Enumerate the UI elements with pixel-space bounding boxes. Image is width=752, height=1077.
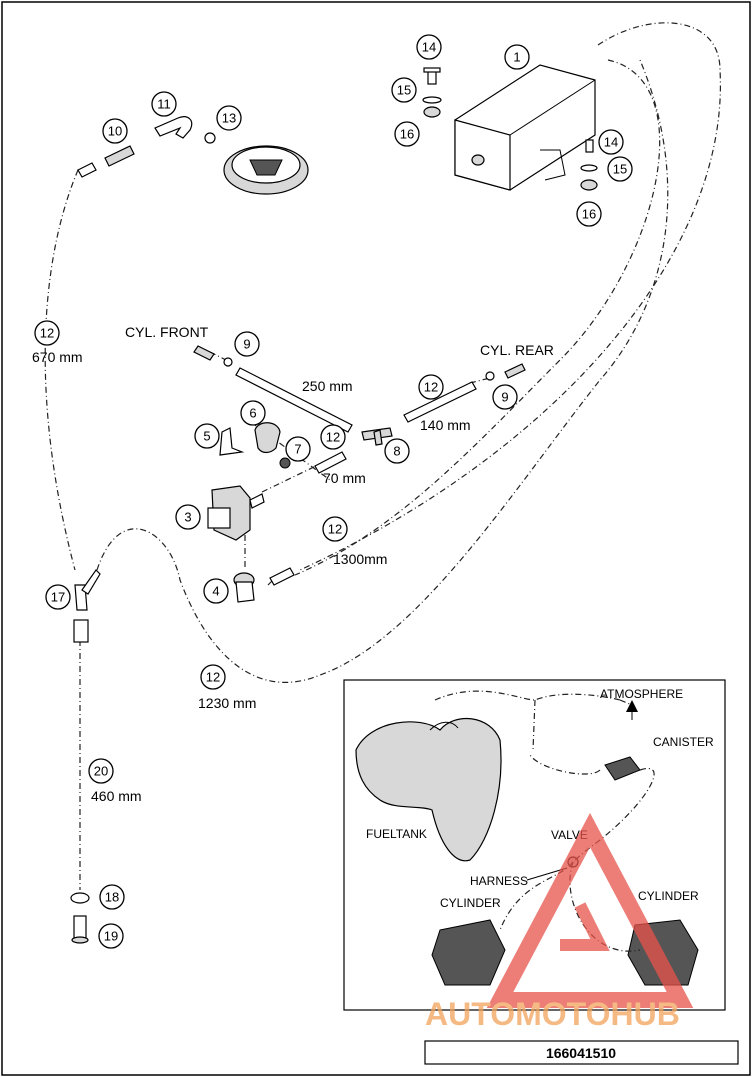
inset-label-harness: HARNESS bbox=[470, 874, 528, 888]
svg-text:5: 5 bbox=[203, 429, 210, 444]
svg-text:17: 17 bbox=[51, 590, 65, 605]
callout-16b: 16 bbox=[576, 201, 602, 227]
label-cyl-rear: CYL. REAR bbox=[480, 342, 554, 358]
atmosphere-line-parts bbox=[70, 569, 101, 944]
svg-text:11: 11 bbox=[157, 97, 171, 112]
svg-text:7: 7 bbox=[294, 442, 301, 457]
routing-inset: ATMOSPHERE CANISTER FUELTANK VALVE HARNE… bbox=[343, 679, 726, 1011]
callout-19: 19 bbox=[98, 923, 124, 949]
callout-12-left: 12 bbox=[34, 320, 60, 346]
svg-text:8: 8 bbox=[393, 444, 400, 459]
fuel-cap bbox=[223, 145, 309, 195]
label-70mm: 70 mm bbox=[323, 470, 366, 486]
callout-15a: 15 bbox=[391, 77, 417, 103]
svg-text:14: 14 bbox=[604, 135, 618, 150]
label-670mm: 670 mm bbox=[32, 349, 83, 365]
label-1230mm: 1230 mm bbox=[198, 695, 256, 711]
purge-valve bbox=[207, 485, 265, 541]
hose-1230 bbox=[96, 59, 669, 683]
inset-label-cylinder-left: CYLINDER bbox=[440, 896, 501, 910]
svg-text:10: 10 bbox=[108, 124, 122, 139]
callout-11: 11 bbox=[151, 91, 177, 117]
svg-text:12: 12 bbox=[424, 380, 438, 395]
svg-text:12: 12 bbox=[328, 522, 342, 537]
callout-10: 10 bbox=[102, 118, 128, 144]
label-250mm: 250 mm bbox=[302, 378, 353, 394]
callout-4: 4 bbox=[203, 578, 229, 604]
svg-text:3: 3 bbox=[184, 510, 191, 525]
callout-14a: 14 bbox=[416, 34, 442, 60]
label-140mm: 140 mm bbox=[420, 417, 471, 433]
callout-16a: 16 bbox=[394, 121, 420, 147]
callout-17: 17 bbox=[45, 584, 71, 610]
svg-text:4: 4 bbox=[212, 584, 219, 599]
callout-9-rear: 9 bbox=[492, 384, 518, 410]
svg-text:9: 9 bbox=[243, 337, 250, 352]
callout-7: 7 bbox=[285, 436, 311, 462]
callout-18: 18 bbox=[99, 884, 125, 910]
label-1300mm: 1300mm bbox=[333, 551, 387, 567]
inset-label-canister: CANISTER bbox=[653, 735, 714, 749]
watermark-text: AUTOMOTOHUB bbox=[425, 996, 680, 1032]
svg-text:19: 19 bbox=[104, 929, 118, 944]
callout-20: 20 bbox=[88, 758, 114, 784]
callout-13: 13 bbox=[216, 105, 242, 131]
hose-670 bbox=[44, 169, 79, 571]
svg-text:1: 1 bbox=[513, 50, 520, 65]
callout-12-1300: 12 bbox=[322, 516, 348, 542]
inset-fueltank-shape bbox=[355, 717, 502, 862]
mounting-hardware bbox=[422, 67, 598, 191]
valve-bracket bbox=[219, 422, 291, 469]
label-cyl-front: CYL. FRONT bbox=[125, 324, 209, 340]
callout-14b: 14 bbox=[598, 129, 624, 155]
svg-text:15: 15 bbox=[613, 162, 627, 177]
hose-inner-loop bbox=[294, 59, 661, 576]
inset-label-cylinder-right: CYLINDER bbox=[638, 889, 699, 903]
callout-12-1230: 12 bbox=[200, 664, 226, 690]
drawing-number-box bbox=[424, 1040, 739, 1065]
callout-6: 6 bbox=[240, 400, 266, 426]
svg-text:12: 12 bbox=[326, 430, 340, 445]
inset-label-fueltank: FUELTANK bbox=[366, 827, 427, 841]
callout-15b: 15 bbox=[607, 156, 633, 182]
svg-text:14: 14 bbox=[422, 40, 436, 55]
drawing-number: 166041510 bbox=[546, 1045, 616, 1061]
svg-text:20: 20 bbox=[94, 764, 108, 779]
callout-12-70: 12 bbox=[320, 424, 346, 450]
svg-text:18: 18 bbox=[105, 890, 119, 905]
callout-9-front: 9 bbox=[234, 331, 260, 357]
callout-5: 5 bbox=[194, 423, 220, 449]
svg-text:15: 15 bbox=[397, 83, 411, 98]
svg-text:9: 9 bbox=[501, 390, 508, 405]
label-460mm: 460 mm bbox=[91, 788, 142, 804]
dash-valve-hose bbox=[261, 464, 319, 493]
small-fittings-top bbox=[77, 116, 216, 178]
svg-text:12: 12 bbox=[40, 326, 54, 341]
inset-label-atmosphere: ATMOSPHERE bbox=[600, 687, 683, 701]
callout-12-140: 12 bbox=[418, 374, 444, 400]
watermark-logo: AUTOMOTOHUB bbox=[425, 812, 694, 1032]
callout-3: 3 bbox=[175, 504, 201, 530]
callout-8: 8 bbox=[384, 438, 410, 464]
inset-cylinder-left-shape bbox=[431, 919, 506, 986]
hose-outer-loop bbox=[299, 22, 721, 571]
t-piece bbox=[361, 427, 393, 446]
svg-text:6: 6 bbox=[249, 406, 256, 421]
svg-text:16: 16 bbox=[400, 127, 414, 142]
hose-segments bbox=[235, 367, 477, 586]
canister-part bbox=[454, 64, 596, 191]
callout-1: 1 bbox=[504, 44, 530, 70]
svg-text:16: 16 bbox=[582, 207, 596, 222]
cylinder-nipples bbox=[193, 345, 526, 381]
hose-fitting-4 bbox=[233, 572, 255, 603]
svg-text:13: 13 bbox=[222, 111, 236, 126]
svg-text:12: 12 bbox=[206, 670, 220, 685]
